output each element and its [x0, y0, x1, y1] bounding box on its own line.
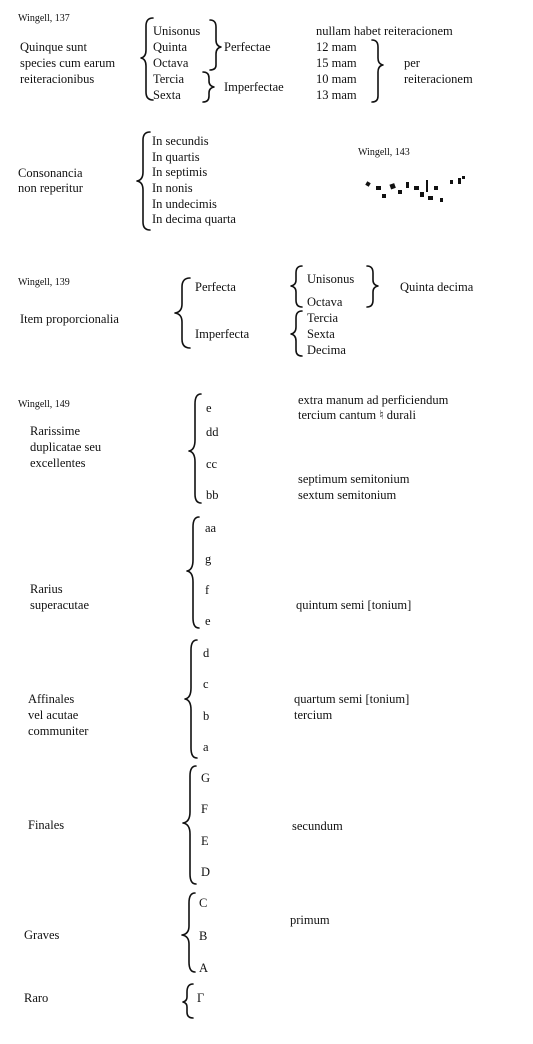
note-letter: f — [205, 583, 210, 597]
note-letter: aa — [205, 521, 217, 535]
note-letter: e — [205, 614, 211, 628]
brace-imperfecta-right — [290, 310, 303, 357]
reference-label: Wingell, 139 — [18, 277, 70, 288]
brace-per — [371, 39, 384, 103]
note-letter: bb — [206, 488, 219, 502]
note-letter: cc — [206, 457, 218, 471]
species-item: Quinta — [153, 40, 188, 54]
comment-line: quintum semi [tonium] — [296, 598, 412, 612]
note-letter: g — [205, 552, 212, 566]
species-item: Sexta — [153, 88, 181, 102]
comment-line: tercium cantum ♮ durali — [298, 408, 416, 422]
brace-affinales — [184, 639, 198, 759]
brace-finales — [182, 765, 197, 885]
note-letter: A — [199, 961, 209, 975]
reference-label: Wingell, 137 — [18, 13, 70, 24]
list-item: Tercia — [307, 311, 339, 325]
list-item: In undecimis — [152, 197, 217, 211]
group-label: Graves — [24, 928, 60, 942]
comment-line: primum — [290, 913, 330, 927]
per-label: per — [404, 56, 420, 70]
list-item: In quartis — [152, 150, 200, 164]
note-letter: a — [203, 740, 209, 754]
reference-label: Wingell, 143 — [358, 147, 410, 158]
group-label: Finales — [28, 818, 65, 832]
reiteration-item: 13 mam — [316, 88, 357, 102]
note-letter: F — [201, 802, 208, 816]
reiteration-item: 10 mam — [316, 72, 357, 86]
note-letter: b — [203, 709, 210, 723]
brace-perfecta-left — [290, 265, 303, 308]
list-item: Octava — [307, 295, 343, 309]
brace-non-reperitur — [136, 131, 151, 231]
note-letter: d — [203, 646, 210, 660]
group-label: communiter — [28, 724, 89, 738]
intro-line: Item proporcionalia — [20, 312, 119, 326]
list-item: In septimis — [152, 165, 208, 179]
reiteration-item: 15 mam — [316, 56, 357, 70]
perfectae-label: Perfectae — [224, 40, 271, 54]
group-label: Rarissime — [30, 424, 80, 438]
comment-line: sextum semitonium — [298, 488, 397, 502]
per-label: reiteracionem — [404, 72, 473, 86]
note-letter: C — [199, 896, 208, 910]
notation-fragment — [365, 176, 465, 202]
brace-proporcionalia — [174, 277, 191, 349]
note-letter: B — [199, 929, 208, 943]
group-label: vel acutae — [28, 708, 79, 722]
quinta-decima-label: Quinta decima — [400, 280, 474, 294]
brace-graves — [181, 892, 196, 973]
intro-line: non reperitur — [18, 181, 83, 195]
reference-label: Wingell, 149 — [18, 399, 70, 410]
note-letter: E — [201, 834, 209, 848]
note-letter: dd — [206, 425, 219, 439]
brace-species — [140, 17, 154, 101]
intro-line: reiteracionibus — [20, 72, 95, 86]
list-item: Sexta — [307, 327, 335, 341]
group-label: duplicatae seu — [30, 440, 102, 454]
species-item: Unisonus — [153, 24, 201, 38]
imperfecta-label: Imperfecta — [195, 327, 250, 341]
comment-line: extra manum ad perficiendum — [298, 393, 449, 407]
brace-perfecta-right — [366, 265, 379, 308]
note-letter: G — [201, 771, 211, 785]
list-item: In nonis — [152, 181, 193, 195]
list-item: Unisonus — [307, 272, 355, 286]
brace-rarissime — [188, 393, 202, 504]
note-letter: Γ — [197, 991, 205, 1005]
list-item: In secundis — [152, 134, 209, 148]
intro-line: species cum earum — [20, 56, 116, 70]
note-letter: D — [201, 865, 211, 879]
brace-rarius — [186, 516, 200, 629]
comment-line: tercium — [294, 708, 333, 722]
perfecta-label: Perfecta — [195, 280, 236, 294]
comment-line: quartum semi [tonium] — [294, 692, 410, 706]
group-label: Rarius — [30, 582, 63, 596]
imperfectae-label: Imperfectae — [224, 80, 284, 94]
group-label: Affinales — [28, 692, 75, 706]
list-item: In decima quarta — [152, 212, 236, 226]
reiteration-item: 12 mam — [316, 40, 357, 54]
group-label: excellentes — [30, 456, 86, 470]
species-item: Tercia — [153, 72, 185, 86]
intro-line: Consonancia — [18, 166, 83, 180]
group-label: superacutae — [30, 598, 89, 612]
note-letter: e — [206, 401, 212, 415]
brace-raro — [182, 983, 194, 1019]
list-item: Decima — [307, 343, 346, 357]
brace-imperfectae — [202, 71, 215, 103]
brace-perfectae — [209, 19, 222, 71]
species-item: Octava — [153, 56, 189, 70]
note-letter: c — [203, 677, 209, 691]
intro-line: Quinque sunt — [20, 40, 88, 54]
comment-line: septimum semitonium — [298, 472, 410, 486]
comment-line: secundum — [292, 819, 343, 833]
group-label: Raro — [24, 991, 49, 1005]
reiteration-item: nullam habet reiteracionem — [316, 24, 453, 38]
